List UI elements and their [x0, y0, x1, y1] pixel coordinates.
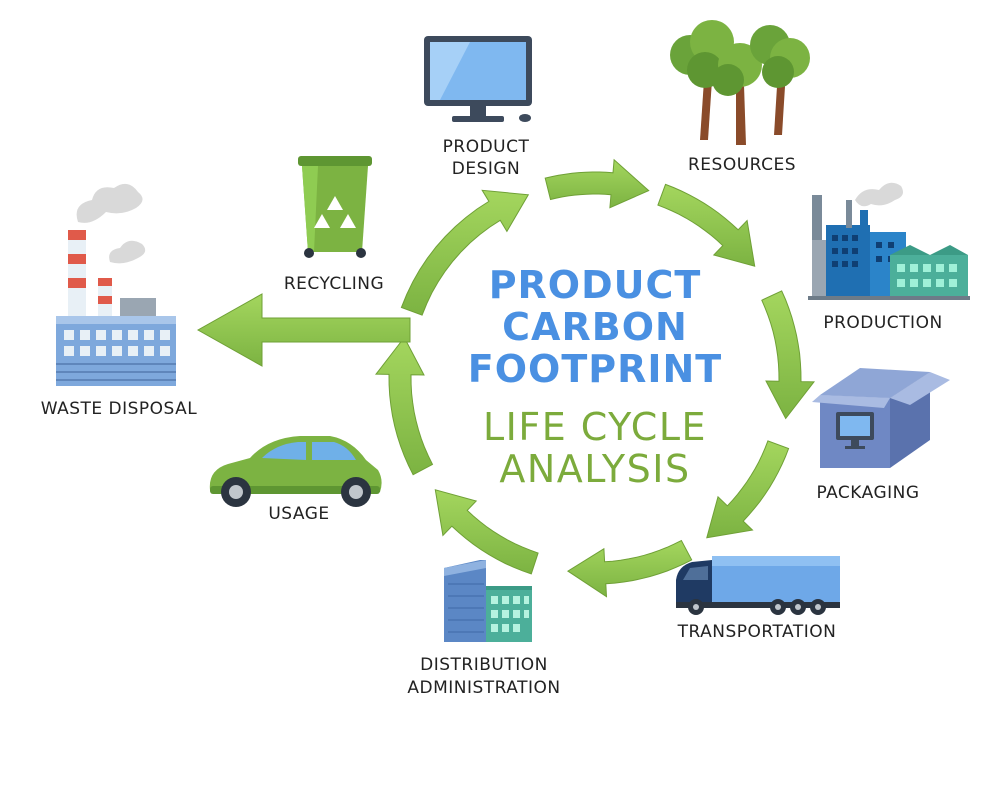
recycle-bin-icon: [298, 156, 372, 258]
label-product-design-1: PRODUCT: [443, 137, 530, 157]
label-waste-disposal: WASTE DISPOSAL: [41, 399, 198, 419]
cycle-arrow-usage-to-recycling: [374, 336, 434, 476]
label-resources: RESOURCES: [688, 155, 796, 175]
label-distribution-1: DISTRIBUTION: [420, 655, 548, 675]
subtitle-line-2: ANALYSIS: [499, 447, 690, 491]
computer-monitor-icon: [424, 36, 532, 122]
cycle-arrow-packaging-to-transportation: [706, 440, 790, 539]
car-icon: [209, 436, 382, 507]
label-production: PRODUCTION: [823, 313, 942, 333]
truck-icon: [676, 556, 840, 615]
office-building-icon: [444, 560, 532, 642]
label-transportation: TRANSPORTATION: [677, 622, 837, 642]
label-recycling: RECYCLING: [284, 274, 384, 294]
cycle-arrow-transportation-to-distribution: [566, 539, 693, 598]
subtitle-line-1: LIFE CYCLE: [483, 405, 707, 449]
smokestack-plant-icon: [56, 183, 176, 386]
box-icon: [812, 368, 950, 468]
cycle-arrow-resources-to-production: [657, 183, 756, 267]
label-product-design-2: DESIGN: [452, 159, 521, 179]
title-line-1: PRODUCT: [489, 263, 702, 307]
center-title: PRODUCT CARBON FOOTPRINT LIFE CYCLE ANAL…: [468, 263, 722, 491]
label-distribution-2: ADMINISTRATION: [407, 678, 560, 698]
title-line-3: FOOTPRINT: [468, 347, 722, 391]
trees-icon: [670, 20, 810, 145]
cycle-arrow-distribution-to-usage: [434, 489, 539, 575]
cycle-arrow-to-waste-disposal: [196, 293, 411, 367]
cycle-arrow-production-to-packaging: [761, 290, 816, 420]
cycle-arrows: [196, 158, 816, 598]
cycle-arrow-design-to-resources: [544, 158, 650, 209]
label-usage: USAGE: [268, 504, 329, 524]
title-line-2: CARBON: [502, 305, 688, 349]
label-packaging: PACKAGING: [816, 483, 919, 503]
cycle-arrow-recycling-to-design: [400, 189, 530, 316]
factory-icon: [808, 182, 970, 300]
